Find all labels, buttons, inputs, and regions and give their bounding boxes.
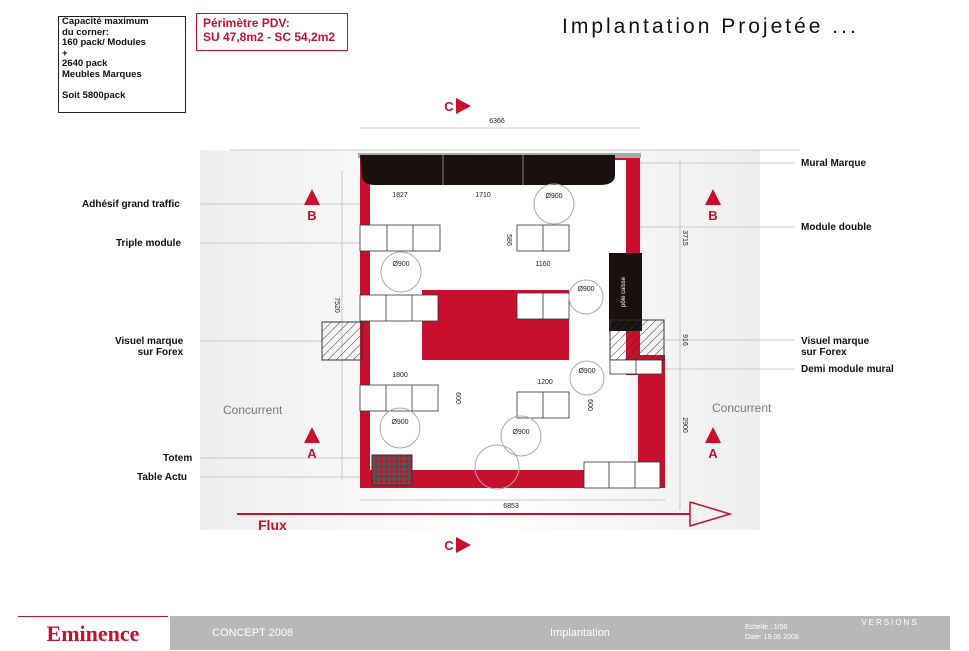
dim-left: 7520 <box>333 297 340 313</box>
footer-date: Date: 19 06 2008 <box>745 634 799 641</box>
footer: Eminence CONCEPT 2008 Implantation Echel… <box>0 616 969 651</box>
marker-a-right-arrow <box>705 427 721 443</box>
dim-bottom: 6853 <box>503 503 519 510</box>
marker-b-right: B <box>708 208 717 223</box>
label-visuel-right: Visuel marque sur Forex <box>801 336 869 358</box>
label-demi-module: Demi module mural <box>801 364 894 375</box>
perimeter-label: Périmètre PDV: <box>203 16 290 30</box>
circle-dim: Ø900 <box>577 286 594 293</box>
label-module-double: Module double <box>801 222 872 233</box>
marker-c-top: C <box>444 99 454 114</box>
dim-right-bot: 2900 <box>681 417 688 433</box>
footer-echelle: Echelle : 1/50 <box>745 624 788 631</box>
circle-dim: Ø900 <box>578 368 595 375</box>
circle-dim: Ø900 <box>545 193 562 200</box>
perimeter-value: SU 47,8m2 - SC 54,2m2 <box>203 30 336 44</box>
marker-b-right-arrow <box>705 189 721 205</box>
dim-1800: 1800 <box>392 372 408 379</box>
dim-586: 586 <box>505 234 512 246</box>
footer-notice <box>345 616 535 650</box>
floor-plan: pôle caisse Ø900 Ø900 Ø900 Ø900 Ø900 Ø90… <box>200 98 800 553</box>
circle-dim: Ø900 <box>392 261 409 268</box>
dim-right-top: 3715 <box>681 230 688 246</box>
label-totem: Totem <box>163 453 193 464</box>
circle-dim: Ø900 <box>512 429 529 436</box>
capacity-line: Capacité maximum <box>62 16 149 27</box>
dim-1200: 1200 <box>537 379 553 386</box>
label-visuel-left-1: Visuel marque <box>115 336 184 347</box>
marker-c-top-arrow <box>456 98 471 114</box>
label-concurrent-left: Concurrent <box>223 403 283 417</box>
pole-caisse-label: pôle caisse <box>621 276 627 307</box>
marker-a-left-arrow <box>304 427 320 443</box>
brand-logo: Eminence <box>18 616 168 651</box>
marker-b-left-arrow <box>304 189 320 205</box>
label-flux: Flux <box>258 517 287 533</box>
marker-b-left: B <box>307 208 316 223</box>
dim-600a: 600 <box>454 392 461 404</box>
label-adhesif: Adhésif grand traffic <box>82 199 180 210</box>
label-concurrent-right: Concurrent <box>712 401 772 415</box>
footer-meta: Echelle : 1/50 Date: 19 06 2008 <box>735 616 830 650</box>
marker-a-right: A <box>708 446 718 461</box>
footer-company: VERSIONS <box>830 616 950 650</box>
capacity-line: Meubles Marques <box>62 68 142 80</box>
label-visuel-left-2: sur Forex <box>137 347 184 358</box>
marker-c-bottom: C <box>444 538 454 553</box>
footer-concept: CONCEPT 2008 <box>170 616 345 650</box>
marker-a-left: A <box>307 446 317 461</box>
capacity-box: Capacité maximum du corner: 160 pack/ Mo… <box>58 16 186 113</box>
label-visuel-right-2: sur Forex <box>801 347 847 358</box>
perimeter-box: Périmètre PDV: SU 47,8m2 - SC 54,2m2 <box>196 13 348 51</box>
page-title: Implantation Projetée ... <box>562 15 859 38</box>
label-visuel-left: Visuel marque sur Forex <box>115 336 183 358</box>
label-table-actu: Table Actu <box>137 472 188 483</box>
dim-1710: 1710 <box>475 192 491 199</box>
capacity-line: Soit 5800pack <box>62 89 126 101</box>
capacity-line: 2640 pack <box>62 58 108 69</box>
footer-section: Implantation <box>535 616 735 650</box>
dim-right-mid: 916 <box>681 334 688 346</box>
dim-1160: 1160 <box>535 261 550 268</box>
dim-1827: 1827 <box>392 192 408 199</box>
capacity-line: 160 pack/ Modules <box>62 37 146 48</box>
label-triple-module: Triple module <box>116 238 182 249</box>
circle-dim: Ø900 <box>391 419 408 426</box>
capacity-line: + <box>62 47 68 59</box>
dim-600b: 600 <box>586 399 593 411</box>
capacity-line: du corner: <box>62 26 109 38</box>
label-mural-marque: Mural Marque <box>801 158 867 169</box>
label-visuel-right-1: Visuel marque <box>801 336 870 347</box>
marker-c-bottom-arrow <box>456 537 471 553</box>
dim-top: 6366 <box>489 118 505 125</box>
